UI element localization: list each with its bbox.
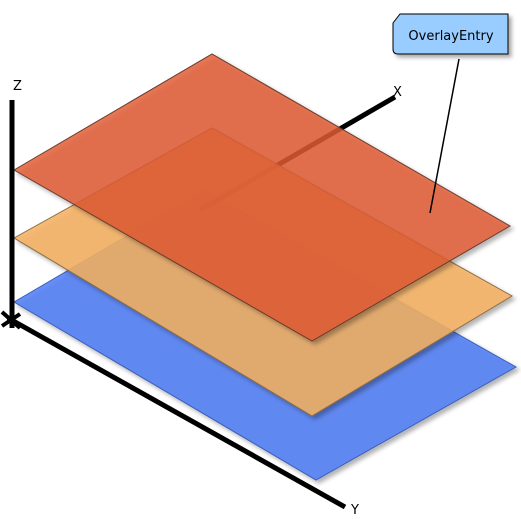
top-layer-plane xyxy=(13,53,511,342)
callout-pointer xyxy=(429,58,460,214)
callout-box xyxy=(392,13,509,55)
y-axis-line xyxy=(6,315,347,510)
origin-mark-b xyxy=(0,312,22,328)
z-axis-label: Z xyxy=(13,79,22,94)
x-axis-label: X xyxy=(393,85,402,100)
y-axis-label: Y xyxy=(350,503,359,518)
callout-label: OverlayEntry xyxy=(408,29,493,44)
